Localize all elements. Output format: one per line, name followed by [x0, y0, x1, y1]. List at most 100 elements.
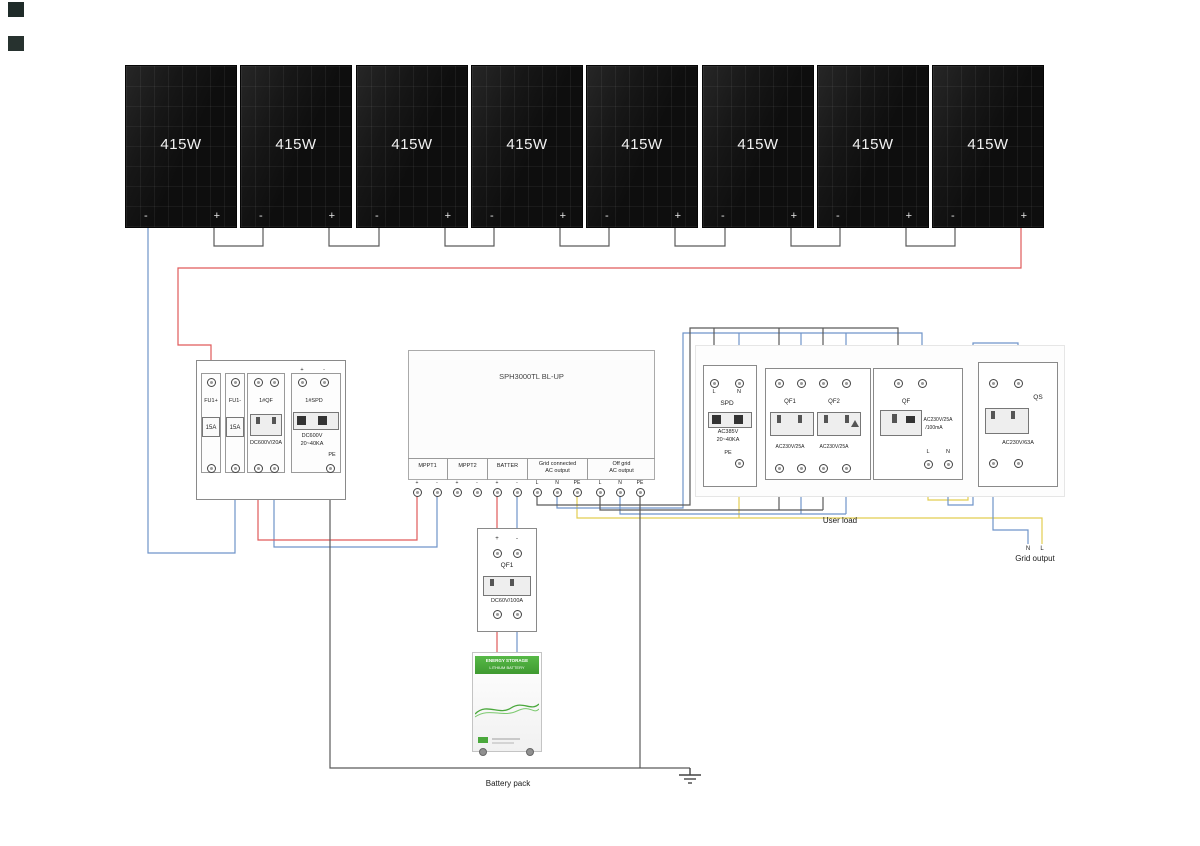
panel-plus-terminal: + [790, 210, 797, 222]
mppt2-minus-label: - [476, 480, 478, 486]
battery-brand-line2: LITHIUM BATTERY [489, 664, 525, 670]
dc-breaker-label: 1#QF [259, 398, 273, 404]
terminal-qf-pole2-top [269, 377, 279, 387]
decor-mark-top [8, 2, 24, 17]
qf1-rating: AC230V/25A [775, 444, 805, 450]
terminal-qf2-n-top [841, 378, 851, 388]
panel-wattage: 415W [621, 136, 663, 153]
qf2-rating: AC230V/25A [819, 444, 849, 450]
fuse-neg-label: FU1- [228, 398, 242, 404]
panel-minus-terminal: - [951, 210, 955, 222]
battery-brand-line1: ENERGY STORAGE [485, 658, 529, 663]
fuse-rating-window: 15A [226, 417, 244, 437]
breaker-lever [272, 417, 276, 424]
battery-plus-label: + [495, 480, 499, 486]
inverter-terminal-strip: MPPT1 MPPT2 BATTER Grid connected AC out… [408, 458, 655, 480]
combiner-pe-label: PE [328, 452, 336, 458]
battery-breaker-minus: - [516, 536, 518, 542]
terminal-qf2-n-bottom [841, 463, 851, 473]
grid-output-n-label: N [1025, 546, 1031, 552]
pv-panel-3: 415W - + [356, 65, 468, 228]
terminal-spd-pole1 [297, 377, 307, 387]
ground-symbol [679, 768, 701, 784]
qf-out-n-label: N [946, 449, 950, 455]
terminal-battery-plus [492, 487, 502, 497]
panel-minus-terminal: - [144, 210, 148, 222]
decor-mark-bottom [8, 36, 24, 51]
battery-breaker-body [483, 576, 531, 596]
grid-n-label: N [555, 480, 559, 486]
grid-output-label: Grid output [1015, 554, 1055, 563]
panel-minus-terminal: - [259, 210, 263, 222]
panel-plus-terminal: + [213, 210, 220, 222]
terminal-qf1-n-bottom [796, 463, 806, 473]
ac-spd-pe-label: PE [724, 450, 732, 456]
battery-breaker-plus: + [495, 536, 499, 542]
terminal-grid-pe [572, 487, 582, 497]
grid-l-label: L [535, 480, 539, 486]
qf-rating: AC230V/25A [923, 417, 953, 423]
panel-plus-terminal: + [444, 210, 451, 222]
warning-icon [851, 420, 859, 427]
terminal-ac-spd-pe [734, 458, 744, 468]
panel-wattage: 415W [160, 136, 202, 153]
grid-ac-line2: AC output [545, 467, 570, 474]
battery-brand-label: ENERGY STORAGE LITHIUM BATTERY [475, 656, 539, 674]
pv-panel-6: 415W - + [702, 65, 814, 228]
panel-plus-terminal: + [328, 210, 335, 222]
spd-indicator-window [318, 416, 327, 425]
breaker-lever [777, 415, 781, 423]
dc-breaker-body [250, 414, 282, 436]
battery-minus-label: - [516, 480, 518, 486]
offgrid-pe-label: PE [636, 480, 644, 486]
panel-minus-terminal: - [490, 210, 494, 222]
spd-plus-label: + [300, 367, 304, 373]
battery-wave-graphic [475, 703, 539, 718]
terminal-qf-pole2-bottom [269, 463, 279, 473]
breaker-lever [490, 579, 494, 586]
pv-panel-8: 415W - + [932, 65, 1044, 228]
panel-wattage: 415W [275, 136, 317, 153]
battery-wheel [479, 748, 487, 756]
section-grid-ac: Grid connected AC output [527, 459, 587, 480]
breaker-lever [798, 415, 802, 423]
panel-wattage: 415W [391, 136, 433, 153]
terminal-combiner-pe [325, 463, 335, 473]
panel-minus-terminal: - [605, 210, 609, 222]
panel-plus-terminal: + [905, 210, 912, 222]
terminal-batbreaker-plus-top [492, 548, 502, 558]
grid-output-l-label: L [1040, 546, 1044, 552]
terminal-batbreaker-minus-top [512, 548, 522, 558]
breaker-lever [1011, 411, 1015, 419]
dc-spd-ka: 20~40KA [300, 441, 324, 447]
test-button [906, 416, 915, 423]
ac-spd-n-label: N [737, 389, 741, 395]
terminal-qf1-n-top [796, 378, 806, 388]
terminal-qf2-l-top [818, 378, 828, 388]
terminal-mppt1-plus [412, 487, 422, 497]
battery-wheel [526, 748, 534, 756]
pv-panel-4: 415W - + [471, 65, 583, 228]
pv-panel-1: 415W - + [125, 65, 237, 228]
terminal-fu1neg-top [230, 377, 240, 387]
terminal-ac-spd-n [734, 378, 744, 388]
terminal-ac-spd-l [709, 378, 719, 388]
breaker-lever [510, 579, 514, 586]
panel-plus-terminal: + [674, 210, 681, 222]
offgrid-ac-line1: Off grid [612, 461, 631, 467]
qf-body [880, 410, 922, 436]
terminal-grid-n [552, 487, 562, 497]
battery-caption: Battery pack [485, 779, 531, 788]
ac-spd-name: SPD [720, 400, 734, 407]
panel-plus-terminal: + [559, 210, 566, 222]
qf-trip-rating: /100mA [925, 425, 943, 431]
terminal-qs-l-top [988, 378, 998, 388]
terminal-qs-l-bottom [988, 458, 998, 468]
spd-minus-label: - [323, 367, 325, 373]
breaker-lever [845, 415, 849, 423]
panel-wattage: 415W [506, 136, 548, 153]
fuse-rating-window: 15A [202, 417, 220, 437]
qf1-name: QF1 [784, 399, 796, 405]
section-mppt2: MPPT2 [447, 459, 487, 480]
section-mppt1: MPPT1 [418, 463, 437, 469]
